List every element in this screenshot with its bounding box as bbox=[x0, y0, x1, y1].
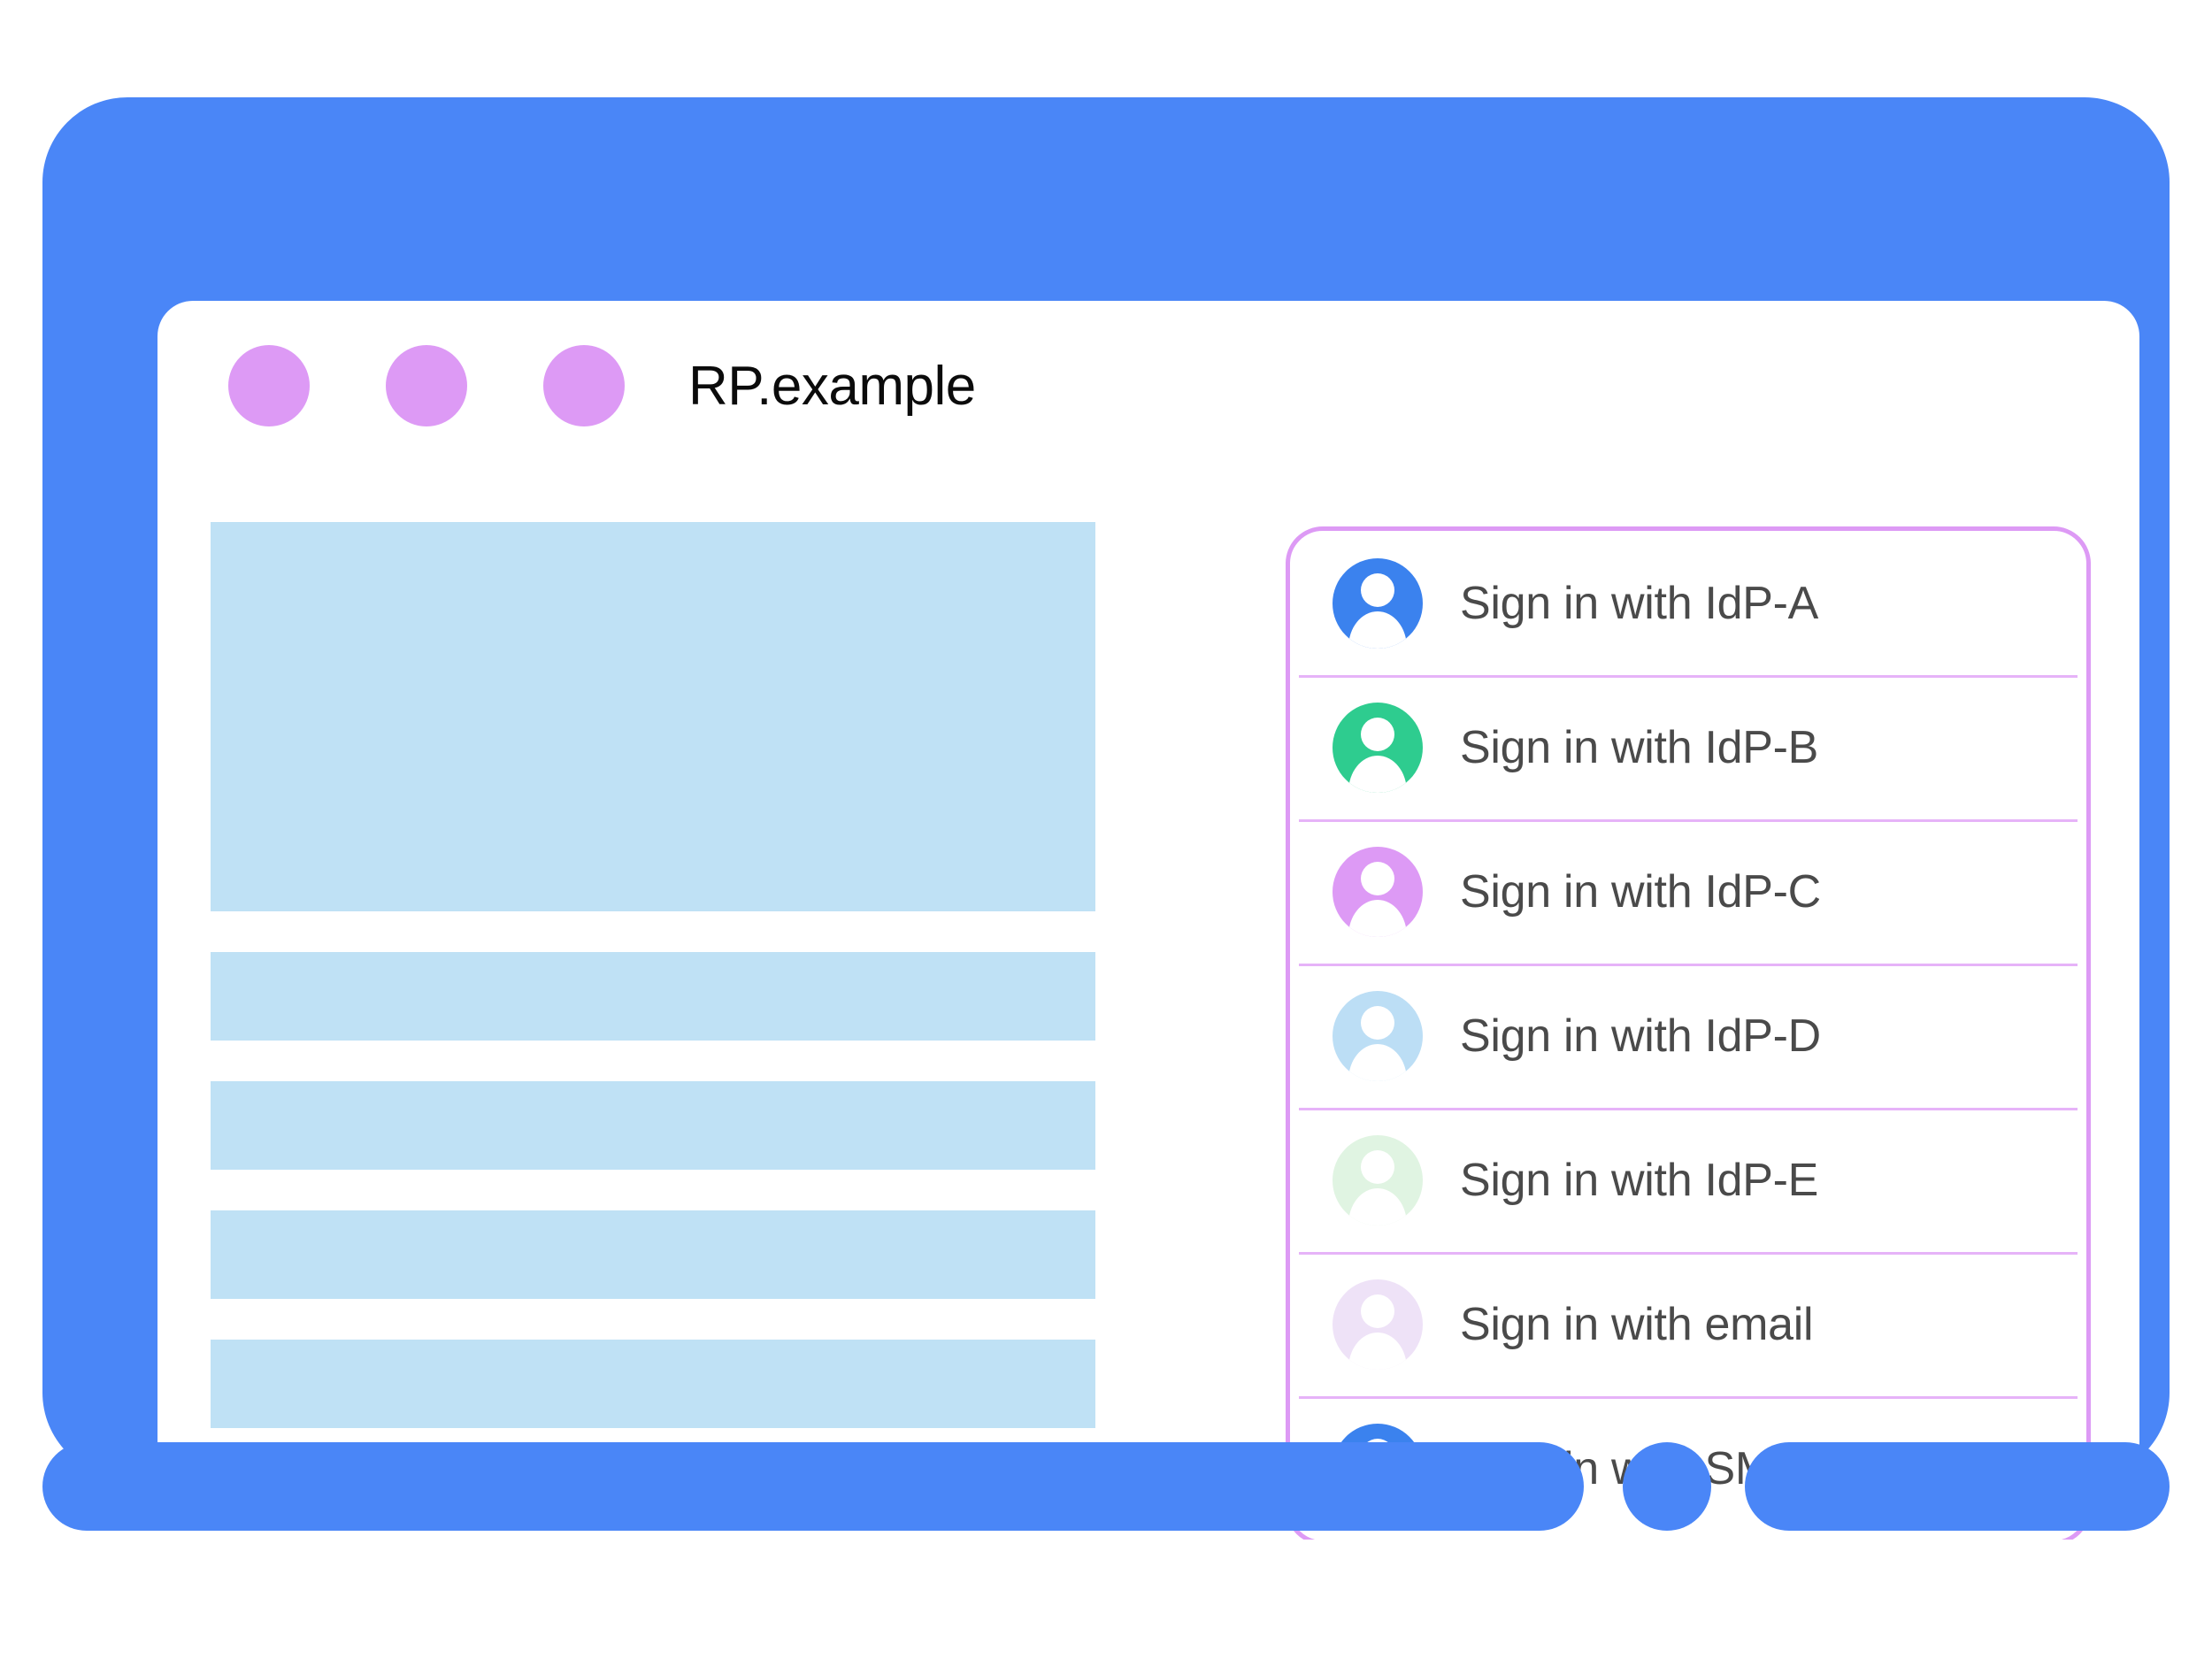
signin-option-idp-e[interactable]: Sign in with IdP-E bbox=[1290, 1108, 2086, 1252]
browser-viewport: RP.example Sign in with IdP-A bbox=[157, 301, 2139, 1540]
window-dot-3-icon[interactable] bbox=[543, 345, 625, 426]
text-placeholder-1 bbox=[211, 952, 1095, 1041]
signin-option-idp-d[interactable]: Sign in with IdP-D bbox=[1290, 964, 2086, 1108]
account-avatar-icon bbox=[1333, 846, 1423, 937]
signin-option-label: Sign in with email bbox=[1460, 1298, 1814, 1350]
account-avatar-icon bbox=[1333, 702, 1423, 793]
signin-option-idp-a[interactable]: Sign in with IdP-A bbox=[1290, 531, 2086, 675]
text-placeholder-2 bbox=[211, 1081, 1095, 1170]
browser-titlebar: RP.example bbox=[157, 301, 2139, 478]
text-placeholder-4 bbox=[211, 1340, 1095, 1428]
signin-option-label: Sign in with IdP-A bbox=[1460, 577, 1819, 629]
signin-option-idp-c[interactable]: Sign in with IdP-C bbox=[1290, 819, 2086, 964]
device-bezel-right bbox=[1745, 1442, 2170, 1531]
account-avatar-icon bbox=[1333, 1279, 1423, 1370]
signin-option-label: Sign in with IdP-E bbox=[1460, 1154, 1819, 1206]
hero-placeholder bbox=[211, 522, 1095, 911]
device-bezel-left bbox=[42, 1442, 1584, 1531]
signin-option-label: Sign in with IdP-B bbox=[1460, 721, 1819, 773]
account-chooser-dialog: Sign in with IdP-A Sign in with IdP-B Si… bbox=[1286, 526, 2091, 1540]
signin-option-idp-b[interactable]: Sign in with IdP-B bbox=[1290, 675, 2086, 819]
signin-option-email[interactable]: Sign in with email bbox=[1290, 1252, 2086, 1396]
page-content-placeholders bbox=[211, 522, 1095, 1469]
signin-option-label: Sign in with IdP-C bbox=[1460, 865, 1821, 918]
site-title: RP.example bbox=[688, 356, 976, 417]
window-dot-1-icon[interactable] bbox=[228, 345, 310, 426]
account-avatar-icon bbox=[1333, 990, 1423, 1081]
device-home-button[interactable] bbox=[1623, 1442, 1711, 1531]
text-placeholder-3 bbox=[211, 1210, 1095, 1299]
signin-option-label: Sign in with IdP-D bbox=[1460, 1010, 1821, 1062]
window-dot-2-icon[interactable] bbox=[386, 345, 467, 426]
account-avatar-icon bbox=[1333, 557, 1423, 649]
browser-device-frame: RP.example Sign in with IdP-A bbox=[42, 97, 2170, 1540]
account-avatar-icon bbox=[1333, 1134, 1423, 1225]
